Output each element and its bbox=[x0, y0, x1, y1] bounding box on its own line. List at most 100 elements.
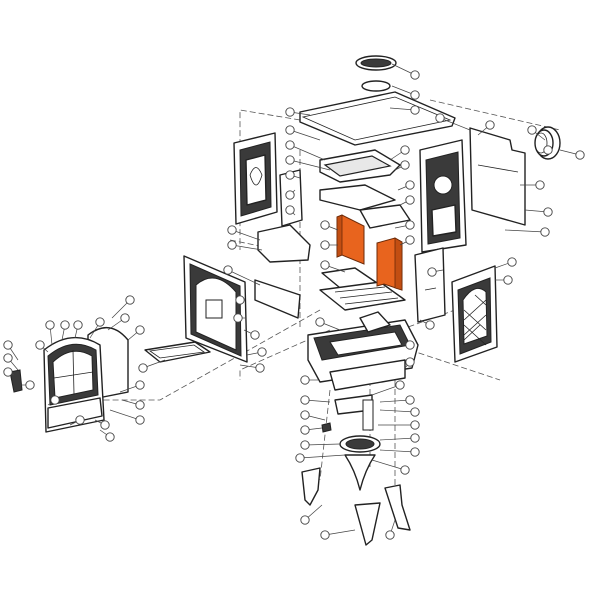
callout-bubble bbox=[257, 347, 267, 357]
back-heat-shield bbox=[469, 127, 526, 226]
callout-bubble bbox=[45, 320, 55, 330]
callout-bubble bbox=[135, 400, 145, 410]
callout-leader-line bbox=[379, 399, 411, 403]
callout-bubble bbox=[50, 395, 60, 405]
front-frame bbox=[183, 255, 248, 363]
callout-bubble bbox=[255, 363, 265, 373]
callout-bubble bbox=[285, 107, 295, 117]
callout-leader-line bbox=[231, 229, 261, 241]
callout-leader-line bbox=[289, 144, 326, 161]
firebrick-right bbox=[376, 237, 403, 291]
callout-bubble bbox=[485, 120, 495, 130]
callout-bubble bbox=[315, 317, 325, 327]
callout-bubble bbox=[300, 440, 310, 450]
callout-bubble bbox=[320, 530, 330, 540]
callout-bubble bbox=[285, 190, 295, 200]
callout-leader-line bbox=[324, 529, 356, 536]
callout-bubble bbox=[410, 420, 420, 430]
callout-bubble bbox=[410, 90, 420, 100]
callout-bubble bbox=[125, 295, 135, 305]
firebrick-left bbox=[336, 214, 365, 265]
callout-bubble bbox=[285, 170, 295, 180]
callout-bubble bbox=[395, 380, 405, 390]
callout-leader-line bbox=[289, 129, 321, 141]
callout-bubble bbox=[95, 317, 105, 327]
callout-bubble bbox=[320, 220, 330, 230]
callout-bubble bbox=[405, 180, 415, 190]
callout-bubble bbox=[135, 380, 145, 390]
ash-pan bbox=[144, 341, 211, 363]
callout-leader-line bbox=[231, 244, 263, 251]
callout-bubble bbox=[300, 425, 310, 435]
callout-bubble bbox=[540, 227, 550, 237]
left-side-panel bbox=[233, 132, 278, 225]
callout-leader-line bbox=[109, 409, 141, 421]
callout-bubble bbox=[410, 447, 420, 457]
callout-bubble bbox=[233, 313, 243, 323]
callout-bubble bbox=[285, 125, 295, 135]
callout-bubble bbox=[320, 240, 330, 250]
callout-leader-line bbox=[379, 409, 416, 413]
callout-bubble bbox=[410, 407, 420, 417]
callout-bubble bbox=[3, 367, 13, 377]
callout-bubble bbox=[543, 207, 553, 217]
stove-door bbox=[9, 336, 105, 433]
callout-bubble bbox=[427, 267, 437, 277]
callout-bubble bbox=[425, 320, 435, 330]
callout-bubble bbox=[400, 145, 410, 155]
left-firebrick-panels bbox=[254, 169, 311, 319]
callout-leader-line bbox=[227, 269, 261, 286]
callout-bubble bbox=[405, 235, 415, 245]
callout-bubble bbox=[3, 340, 13, 350]
callout-bubble bbox=[285, 205, 295, 215]
callout-bubble bbox=[410, 105, 420, 115]
callout-bubble bbox=[543, 145, 553, 155]
callout-bubble bbox=[250, 330, 260, 340]
callout-bubble bbox=[285, 140, 295, 150]
callout-bubble bbox=[135, 325, 145, 335]
callout-bubble bbox=[300, 515, 310, 525]
callout-bubble bbox=[400, 465, 410, 475]
right-inner-panel bbox=[414, 247, 446, 323]
callout-bubble bbox=[295, 453, 305, 463]
callout-bubble bbox=[410, 433, 420, 443]
baffle-plates bbox=[319, 149, 411, 311]
callout-leader-line bbox=[379, 449, 416, 453]
callout-bubble bbox=[235, 295, 245, 305]
callout-bubble bbox=[503, 275, 513, 285]
callout-leader-line bbox=[439, 117, 471, 131]
callout-bubble bbox=[300, 410, 310, 420]
callout-leader-line bbox=[289, 159, 331, 171]
callout-bubble bbox=[73, 320, 83, 330]
callout-leader-line bbox=[504, 229, 546, 233]
callout-bubble bbox=[138, 363, 148, 373]
callout-bubble bbox=[105, 432, 115, 442]
ash-grate-assembly bbox=[321, 394, 381, 491]
callout-bubble bbox=[400, 160, 410, 170]
callout-leader-line bbox=[371, 384, 401, 396]
callout-leader-line bbox=[304, 443, 341, 446]
callout-bubble bbox=[35, 340, 45, 350]
callout-bubble bbox=[535, 180, 545, 190]
callout-bubble bbox=[385, 530, 395, 540]
callout-leader-line bbox=[379, 437, 416, 441]
callout-bubble bbox=[223, 265, 233, 275]
callout-bubble bbox=[135, 415, 145, 425]
legs bbox=[301, 467, 411, 546]
callout-bubble bbox=[527, 125, 537, 135]
right-side-panel bbox=[451, 265, 498, 363]
callout-leader-line bbox=[299, 454, 346, 459]
callout-bubble bbox=[507, 257, 517, 267]
callout-bubble bbox=[3, 353, 13, 363]
callout-bubble bbox=[120, 313, 130, 323]
callout-bubble bbox=[575, 150, 585, 160]
stove-base bbox=[307, 311, 419, 391]
callout-bubble bbox=[227, 240, 237, 250]
callout-bubble bbox=[405, 340, 415, 350]
callout-bubble bbox=[410, 70, 420, 80]
top-plate bbox=[299, 91, 456, 146]
part-callouts bbox=[3, 63, 585, 540]
callout-bubble bbox=[227, 225, 237, 235]
callout-bubble bbox=[405, 195, 415, 205]
